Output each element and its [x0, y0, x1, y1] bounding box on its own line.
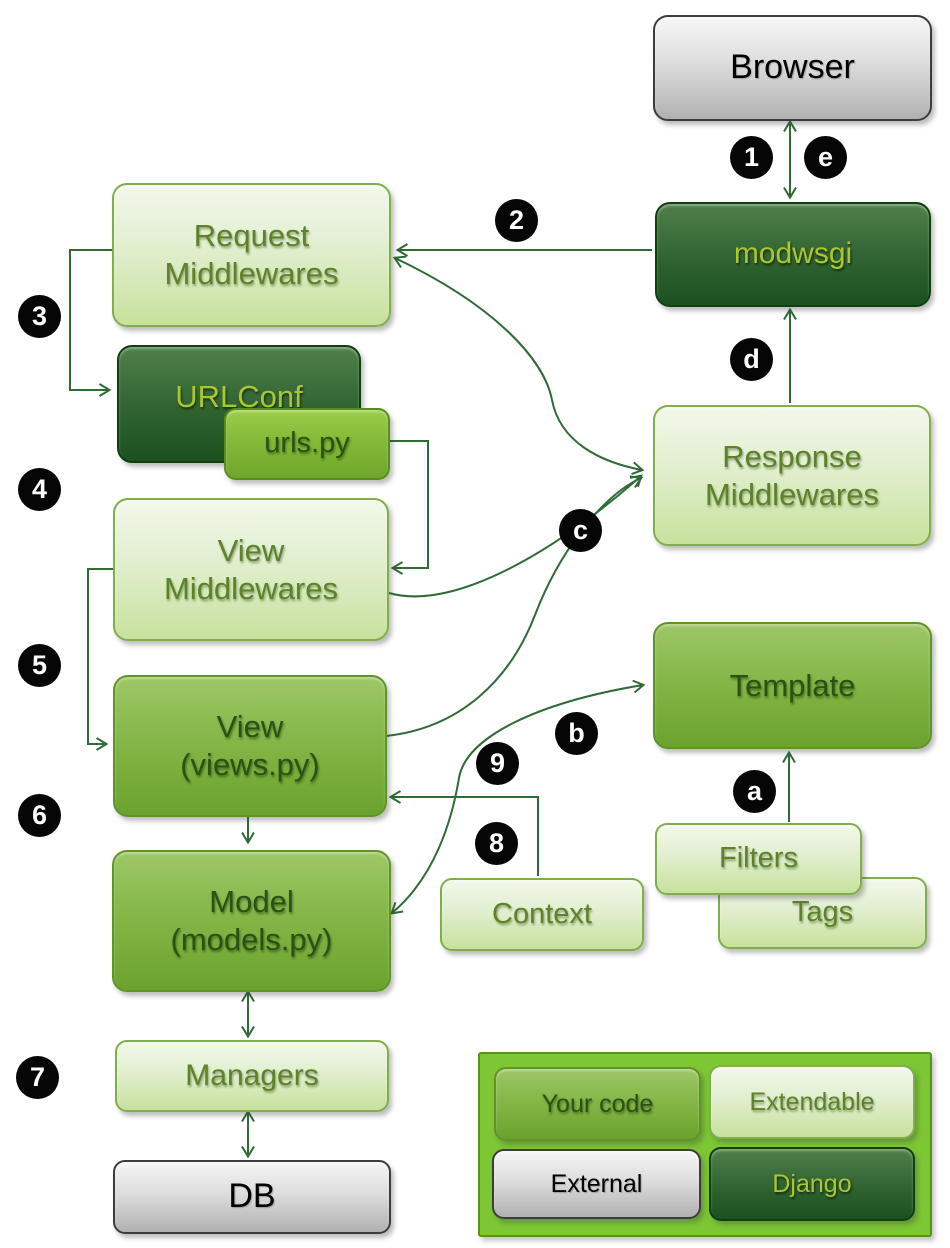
box-db-label: DB [228, 1177, 276, 1216]
box-model: Model (models.py) [112, 850, 391, 992]
badge-5: 5 [18, 644, 61, 687]
arrow-request-middlewares-urlconf [69, 249, 112, 397]
box-filters-label: Filters [719, 842, 798, 875]
arrow-view-middlewares-view [87, 568, 113, 751]
box-template: Template [653, 622, 932, 749]
badge-6: 6 [18, 794, 61, 837]
box-view: View (views.py) [113, 675, 387, 817]
badge-1-label: 1 [743, 142, 760, 172]
legend-your-code-label: Your code [541, 1089, 654, 1118]
box-filters: Filters [655, 823, 862, 895]
legend-item-your-code: Your code [494, 1067, 701, 1141]
badge-b: b [555, 712, 598, 755]
arrow-context-view [388, 790, 539, 876]
badge-7: 7 [16, 1056, 59, 1099]
box-modwsgi-label: modwsgi [733, 237, 853, 271]
arrow-view-middlewares-response-middlewares [388, 474, 643, 598]
box-request-middlewares: Request Middlewares [112, 183, 391, 327]
badge-a: a [733, 770, 776, 813]
badge-9: 9 [476, 742, 519, 785]
arrow-request-response-curve [392, 255, 645, 476]
legend-item-external: External [492, 1149, 701, 1219]
badge-b-label: b [568, 718, 585, 748]
box-db: DB [113, 1160, 391, 1234]
box-modwsgi: modwsgi [655, 202, 931, 307]
legend-item-django: Django [709, 1147, 915, 1221]
box-response-middlewares-label: Response Middlewares [704, 438, 879, 512]
box-response-middlewares: Response Middlewares [653, 405, 931, 546]
badge-c: c [559, 509, 602, 552]
badge-c-label: c [572, 515, 589, 545]
arrow-urlspy-view-middlewares [388, 440, 429, 575]
badge-1: 1 [730, 136, 773, 179]
badge-3-label: 3 [31, 301, 48, 331]
legend-extendable-label: Extendable [749, 1087, 875, 1116]
badge-9-label: 9 [489, 748, 506, 778]
box-urls-py-label: urls.py [264, 427, 350, 460]
box-browser: Browser [653, 15, 932, 121]
badge-5-label: 5 [31, 650, 48, 680]
arrow-model-template-curve [390, 679, 646, 915]
badge-6-label: 6 [31, 800, 48, 830]
box-model-label: Model (models.py) [170, 884, 333, 957]
legend-external-label: External [550, 1169, 643, 1198]
badge-3: 3 [18, 295, 61, 338]
badge-8: 8 [475, 822, 518, 865]
badge-4: 4 [18, 468, 61, 511]
box-context: Context [440, 878, 644, 951]
badge-2: 2 [495, 199, 538, 242]
badge-d: d [730, 338, 773, 381]
legend-item-extendable: Extendable [709, 1065, 915, 1139]
badge-2-label: 2 [508, 205, 525, 235]
badge-d-label: d [743, 344, 760, 374]
badge-e-label: e [817, 142, 834, 172]
box-managers: Managers [115, 1040, 389, 1112]
legend: Your code Extendable External Django [478, 1052, 932, 1237]
arrow-view-response-middlewares [385, 475, 644, 737]
box-view-label: View (views.py) [180, 709, 320, 782]
badge-e: e [804, 136, 847, 179]
legend-django-label: Django [772, 1169, 852, 1198]
box-view-middlewares: View Middlewares [113, 498, 389, 641]
badge-4-label: 4 [31, 474, 48, 504]
badge-8-label: 8 [488, 828, 505, 858]
badge-a-label: a [746, 776, 763, 806]
box-request-middlewares-label: Request Middlewares [164, 218, 339, 291]
box-view-middlewares-label: View Middlewares [163, 532, 338, 606]
badge-7-label: 7 [29, 1062, 46, 1092]
box-context-label: Context [492, 897, 592, 930]
box-tags-label: Tags [791, 896, 854, 929]
box-browser-label: Browser [730, 48, 855, 87]
box-template-label: Template [729, 667, 856, 703]
box-managers-label: Managers [185, 1058, 319, 1092]
box-urls-py: urls.py [224, 408, 390, 480]
